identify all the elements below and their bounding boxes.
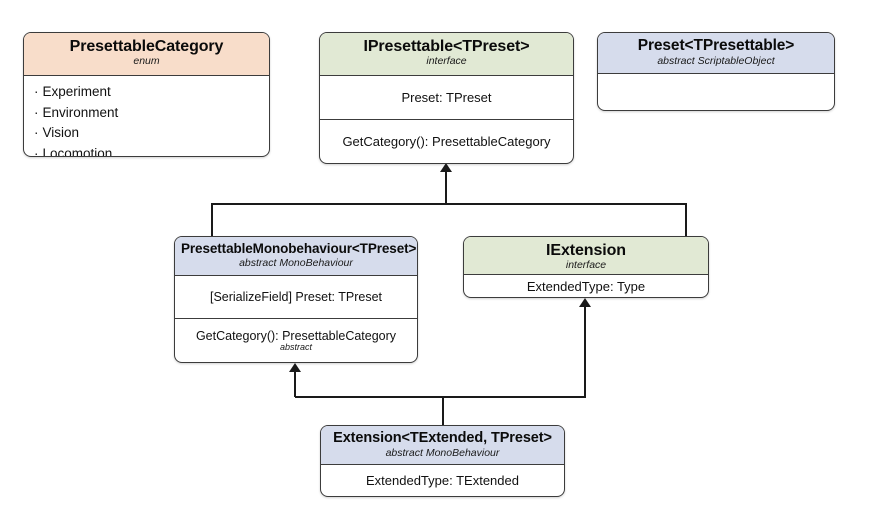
edge-riser-into-presettable-monobehaviour	[294, 372, 296, 397]
class-box-ipresettable[interactable]: IPresettable<TPreset> interface Preset: …	[319, 32, 574, 164]
edge-drop-to-iextension	[685, 203, 687, 237]
class-header-ipresettable: IPresettable<TPreset> interface	[320, 33, 573, 76]
class-title: Preset<TPresettable>	[637, 37, 795, 54]
list-item: Vision	[34, 123, 259, 144]
arrowhead-into-iextension	[579, 298, 591, 307]
arrowhead-into-presettable-monobehaviour	[289, 363, 301, 372]
list-item: Experiment	[34, 82, 259, 103]
class-member-row: ExtendedType: Type	[464, 275, 708, 297]
class-box-extension[interactable]: Extension<TExtended, TPreset> abstract M…	[320, 425, 565, 497]
class-title: Extension<TExtended, TPreset>	[333, 430, 552, 446]
enum-member-list: Experiment Environment Vision Locomotion	[24, 76, 269, 156]
class-box-presettable-monobehaviour[interactable]: PresettableMonobehaviour<TPreset> abstra…	[174, 236, 418, 363]
class-stereotype: interface	[426, 55, 467, 68]
class-title: IPresettable<TPreset>	[363, 38, 530, 55]
class-member-row: Preset: TPreset	[320, 76, 573, 119]
class-member-row: GetCategory(): PresettableCategory	[320, 119, 573, 163]
member-text: Preset: TPreset	[401, 90, 492, 105]
class-header-presettable-category: PresettableCategory enum	[24, 33, 269, 76]
class-header-extension: Extension<TExtended, TPreset> abstract M…	[321, 426, 564, 465]
class-box-preset[interactable]: Preset<TPresettable> abstract Scriptable…	[597, 32, 835, 111]
class-stereotype: interface	[565, 259, 607, 272]
class-stereotype: abstract MonoBehaviour	[385, 446, 500, 459]
edge-riser-from-extension	[442, 397, 444, 426]
list-item: Environment	[34, 103, 259, 124]
class-header-iextension: IExtension interface	[464, 237, 708, 275]
member-text: GetCategory(): PresettableCategory	[195, 329, 397, 343]
class-box-iextension[interactable]: IExtension interface ExtendedType: Type	[463, 236, 709, 298]
class-stereotype: enum	[133, 55, 160, 68]
class-member-row: GetCategory(): PresettableCategory abstr…	[175, 318, 417, 362]
arrowhead-into-ipresettable	[440, 163, 452, 172]
class-stereotype: abstract MonoBehaviour	[239, 256, 353, 269]
class-member-row-empty	[598, 74, 834, 110]
class-box-presettable-category[interactable]: PresettableCategory enum Experiment Envi…	[23, 32, 270, 157]
edge-riser-into-iextension	[584, 307, 586, 397]
edge-drop-to-presettable-monobehaviour	[211, 203, 213, 237]
member-text: ExtendedType: TExtended	[366, 473, 519, 488]
edge-bus-top	[211, 203, 687, 205]
class-stereotype: abstract ScriptableObject	[657, 54, 775, 67]
edge-bus-bottom	[295, 396, 586, 398]
class-member-row: [SerializeField] Preset: TPreset	[175, 276, 417, 318]
class-header-preset: Preset<TPresettable> abstract Scriptable…	[598, 33, 834, 74]
member-text: [SerializeField] Preset: TPreset	[209, 290, 383, 304]
member-text: GetCategory(): PresettableCategory	[342, 134, 551, 149]
list-item: Locomotion	[34, 144, 259, 156]
class-title: PresettableMonobehaviour<TPreset>	[181, 241, 417, 256]
edge-riser-to-ipresettable	[445, 172, 447, 205]
class-header-presettable-monobehaviour: PresettableMonobehaviour<TPreset> abstra…	[175, 237, 417, 276]
class-title: IExtension	[546, 242, 626, 259]
member-text: ExtendedType: Type	[526, 278, 646, 294]
class-title: PresettableCategory	[69, 38, 224, 55]
member-modifier: abstract	[279, 342, 312, 352]
class-member-row: ExtendedType: TExtended	[321, 465, 564, 496]
